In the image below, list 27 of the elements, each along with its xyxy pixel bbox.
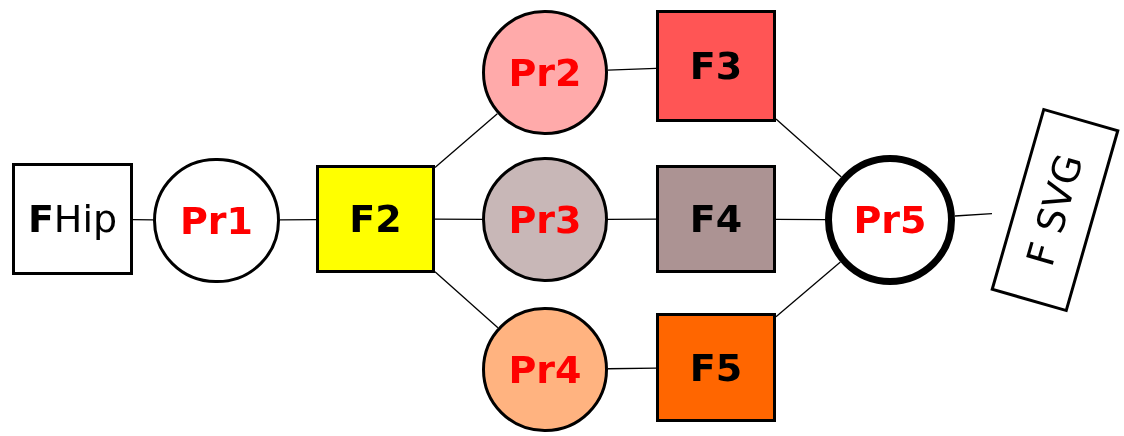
node-label: Pr3 (508, 200, 582, 239)
connector-line (775, 218, 826, 221)
connector-line (434, 218, 483, 220)
process-box (656, 165, 776, 273)
process-box (656, 10, 776, 122)
connector-line (775, 118, 842, 178)
node-label: FHip (27, 200, 118, 238)
connector-line (434, 113, 498, 169)
connector-line (132, 219, 154, 221)
node-label: Pr4 (508, 350, 582, 389)
connector-line (775, 261, 842, 318)
node-label: F5 (689, 348, 743, 387)
node-label: Pr5 (853, 201, 927, 239)
process-box (316, 165, 435, 273)
node-label: Pr2 (508, 53, 582, 92)
node-label: F SVG (1021, 150, 1089, 270)
process-box (12, 163, 133, 275)
node-label: F4 (689, 200, 743, 238)
connector-line (607, 67, 657, 71)
connector-line (607, 367, 657, 370)
node-label: F2 (349, 200, 402, 238)
connector-line (279, 218, 317, 221)
connector-line (434, 271, 499, 329)
node-label: Pr1 (180, 201, 253, 240)
connector-line (607, 218, 657, 220)
node-label: F3 (689, 47, 743, 85)
process-box (656, 313, 776, 422)
